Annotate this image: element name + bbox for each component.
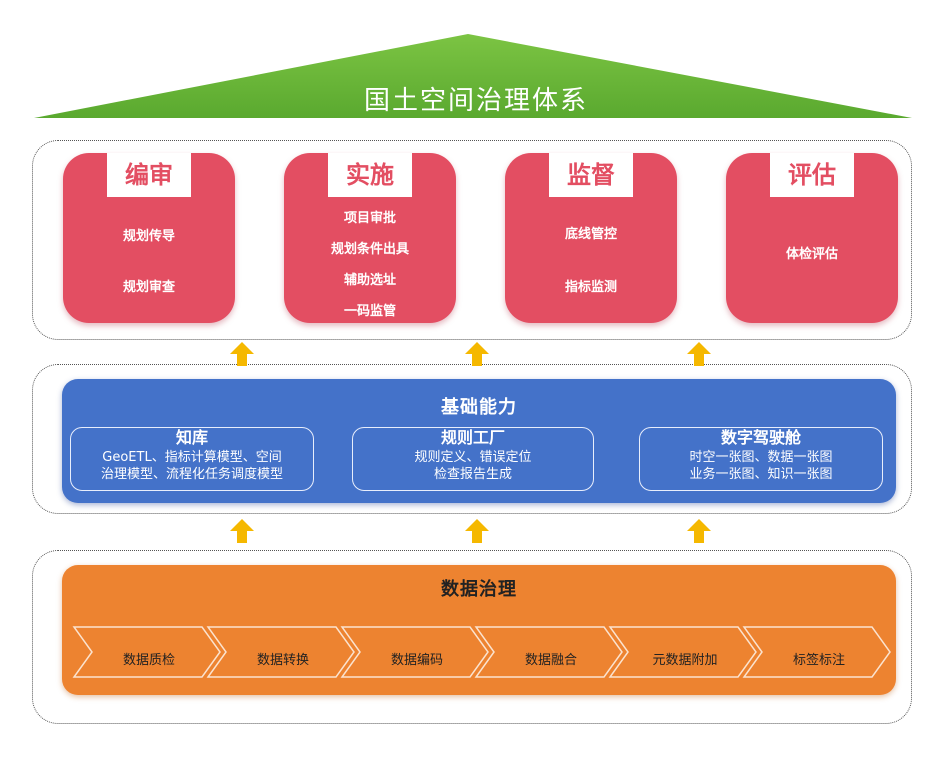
governance-title: 数据治理 [441,579,517,600]
up-arrow-icon [465,519,489,543]
card-implementation: 实施 项目审批 规划条件出具 辅助选址 一码监管 [284,153,456,323]
card-item: 规划传导 [122,229,175,244]
card-item: 项目审批 [343,211,396,226]
system-title: 国土空间治理体系 [363,86,588,116]
governance-panel [32,550,912,724]
foundation-box-knowledge: 知库 GeoETL、指标计算模型、空间 治理模型、流程化任务调度模型 [70,427,314,491]
governance-block: 数据治理 数据质检 数据转换 数据编码 数据融合 元数据附加 标签标注 [62,565,896,695]
governance-step-shape [72,626,221,678]
box-line: 时空一张图、数据一张图 [689,450,833,465]
governance-step-label: 数据融合 [524,653,577,668]
up-arrow-icon [230,519,254,543]
box-line: GeoETL、指标计算模型、空间 [102,450,282,465]
card-item: 指标监测 [564,280,617,295]
governance-step-shape [608,626,757,678]
card-title: 编审 [107,153,191,197]
governance-step-label: 数据质检 [122,653,175,668]
box-line: 治理模型、流程化任务调度模型 [100,467,283,482]
governance-step-label: 数据转换 [256,653,309,668]
card-evaluation: 评估 体检评估 [726,153,898,323]
foundation-block: 基础能力 知库 GeoETL、指标计算模型、空间 治理模型、流程化任务调度模型 … [62,379,896,503]
card-item: 底线管控 [564,227,617,242]
card-item: 辅助选址 [343,273,396,288]
box-title: 数字驾驶舱 [720,428,801,447]
box-line: 规则定义、错误定位 [414,450,532,465]
up-arrow-icon [687,519,711,543]
governance-step-shape [340,626,489,678]
card-title: 评估 [770,153,854,197]
governance-step-label: 标签标注 [792,653,845,668]
roof-triangle [34,34,912,118]
card-review: 编审 规划传导 规划审查 [63,153,235,323]
foundation-box-rules: 规则工厂 规则定义、错误定位 检查报告生成 [352,427,594,491]
card-supervision: 监督 底线管控 指标监测 [505,153,677,323]
application-panel [32,140,912,340]
governance-step-shape [206,626,355,678]
governance-step-label: 数据编码 [390,653,443,668]
box-line: 检查报告生成 [433,467,512,482]
up-arrow-icon [230,342,254,366]
foundation-title: 基础能力 [441,397,517,418]
up-arrow-icon [687,342,711,366]
card-item: 规划条件出具 [330,242,409,257]
card-title: 实施 [328,153,412,197]
box-line: 业务一张图、知识一张图 [689,467,833,482]
up-arrow-icon [465,342,489,366]
card-item: 一码监管 [343,304,396,319]
card-item: 体检评估 [785,247,838,262]
card-title: 监督 [549,153,633,197]
foundation-box-cockpit: 数字驾驶舱 时空一张图、数据一张图 业务一张图、知识一张图 [639,427,883,491]
governance-step-label: 元数据附加 [652,653,718,668]
box-title: 规则工厂 [440,428,505,447]
governance-step-shape [742,626,891,678]
box-title: 知库 [175,428,208,447]
governance-flow [72,626,891,678]
card-item: 规划审查 [122,280,175,295]
governance-step-shape [474,626,623,678]
